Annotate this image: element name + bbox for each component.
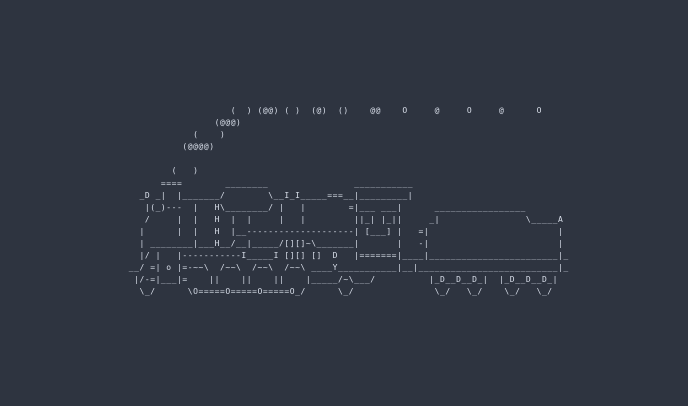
ascii-art-line: \_/ \O=====O=====O=====O_/ \_/ \_/ \_/ \… bbox=[118, 287, 553, 297]
ascii-art-line: |/ | |-----------I_____I [][] [] D |====… bbox=[118, 251, 569, 261]
ascii-art-line: |/-=|___|= || || || |_____/~\___/ |_D__D… bbox=[118, 275, 559, 285]
ascii-art-line: __/ =| o |=-~~\ /~~\ /~~\ /~~\ ____Y____… bbox=[118, 263, 569, 273]
ascii-art-line: ( ) bbox=[118, 166, 199, 176]
ascii-art-line: / | | H | | | | ||_| |_|| _| \_____A bbox=[118, 214, 564, 224]
ascii-art-line: | | | H |__--------------------| [___] |… bbox=[118, 226, 564, 236]
ascii-art-line: |(_)--- | H\________/ | | =|___ ___| ___… bbox=[118, 202, 526, 212]
ascii-art-line: | ________|___H__/__|_____/[][]~\_______… bbox=[118, 239, 564, 249]
ascii-art-line bbox=[118, 153, 569, 165]
ascii-art-line: (@@@) bbox=[118, 118, 242, 128]
steam-locomotive-ascii-art: ( ) (@@) ( ) (@) () @@ O @ O @ O (@@@) (… bbox=[118, 105, 569, 299]
ascii-art-line: ==== ________ ___________ bbox=[118, 178, 414, 188]
ascii-art-line: ( ) bbox=[118, 130, 226, 140]
ascii-art-line: _D _| |_______/ \__I_I_____===__|_______… bbox=[118, 190, 414, 200]
ascii-art-line: ( ) (@@) ( ) (@) () @@ O @ O @ O bbox=[118, 106, 542, 115]
ascii-art-line: (@@@@) bbox=[118, 142, 215, 152]
